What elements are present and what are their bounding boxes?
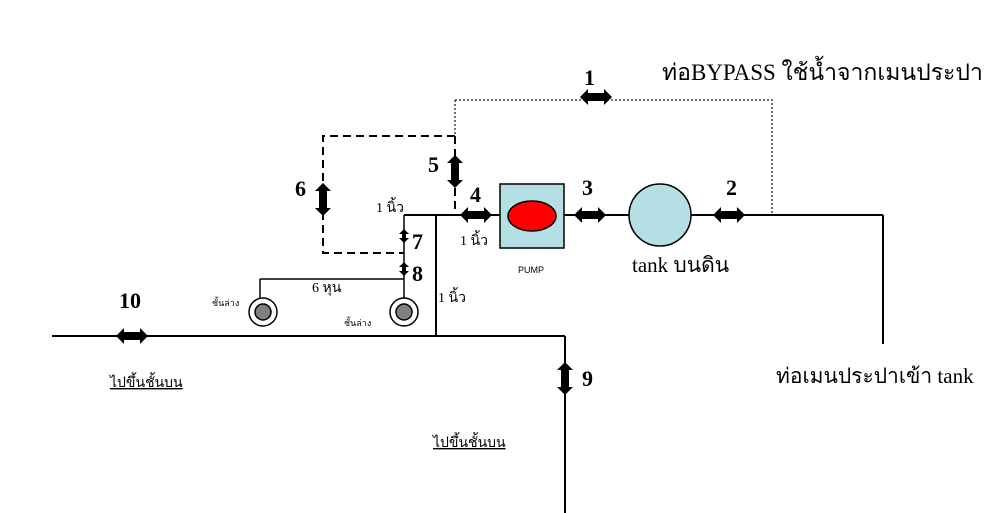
valve-4-icon (460, 207, 492, 223)
pump-core (507, 200, 557, 232)
lower-floor-label-b: ชั้นล่าง (344, 316, 371, 328)
valve-9-icon (557, 362, 573, 395)
valve-number-1: 1 (584, 65, 595, 90)
to-upper-floor-label-mid: ไปขึ้นชั้นบน (432, 432, 506, 451)
valve-10-icon (116, 328, 148, 344)
valve-number-4: 4 (470, 182, 481, 207)
main-inlet-label: ท่อเมนประปาเข้า tank (776, 364, 974, 388)
valve-number-9: 9 (582, 366, 593, 391)
valve-number-6: 6 (295, 176, 306, 201)
pipe-size-label-c: 1 นิ้ว (438, 287, 466, 306)
lower-floor-label-a: ชั้นล่าง (212, 296, 239, 308)
pipe-size-label-a: 1 นิ้ว (376, 197, 404, 216)
bypass-pipe (455, 99, 773, 215)
valve-8-icon (399, 262, 409, 276)
valve-7-icon (399, 229, 409, 243)
meter-b-inner (395, 303, 413, 321)
valve-1-icon (580, 89, 612, 105)
pipe-size-label-6hun: 6 หุน (312, 281, 342, 296)
valve-6-icon (315, 183, 331, 216)
valve-number-5: 5 (428, 152, 439, 177)
valve-2-icon (713, 207, 745, 223)
valve-number-3: 3 (582, 175, 593, 200)
valve-5-icon (447, 155, 463, 188)
to-upper-floor-label-left: ไปขึ้นชั้นบน (109, 372, 183, 391)
bypass-label: ท่อBYPASS ใช้น้ำจากเมนประปา (662, 56, 983, 85)
valve-number-8: 8 (412, 261, 423, 286)
valve-number-7: 7 (412, 229, 423, 254)
valve-3-icon (574, 207, 606, 223)
tank-circle (628, 183, 692, 247)
tank-label: tank บนดิน (632, 253, 729, 277)
pipe-size-label-b: 1 นิ้ว (460, 230, 488, 249)
pump-label: PUMP (518, 265, 544, 275)
dashed-bypass-loop (322, 135, 455, 254)
valve-number-10: 10 (119, 288, 141, 313)
meter-a-inner (254, 303, 272, 321)
valve-number-2: 2 (726, 175, 737, 200)
